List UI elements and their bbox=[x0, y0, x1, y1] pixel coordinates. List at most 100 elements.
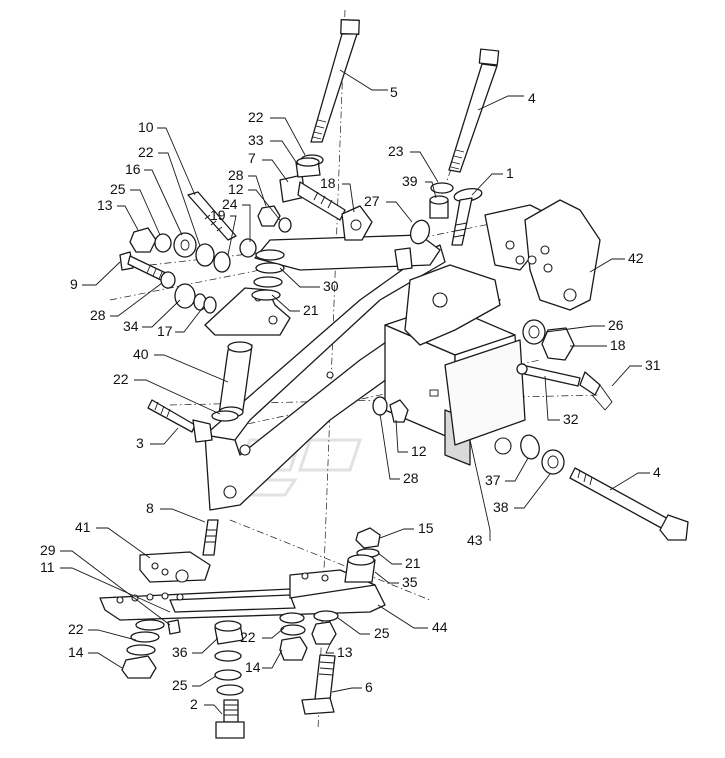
callout-c44: 44 bbox=[377, 604, 448, 635]
callout-number: 28 bbox=[90, 307, 106, 323]
callout-c26: 26 bbox=[545, 317, 624, 333]
callout-c4b: 4 bbox=[609, 464, 661, 491]
callout-leader bbox=[227, 215, 237, 256]
bolt-10 bbox=[187, 191, 237, 241]
callout-leader bbox=[110, 282, 163, 317]
callout-number: 8 bbox=[146, 500, 154, 516]
callout-c19: 19 bbox=[210, 207, 237, 256]
bushing-38 bbox=[541, 449, 565, 475]
callout-leader bbox=[248, 175, 267, 207]
nut-13-right bbox=[311, 621, 337, 645]
callout-c28a: 28 bbox=[228, 167, 267, 207]
callout-number: 27 bbox=[364, 193, 380, 209]
callout-leader bbox=[395, 419, 408, 453]
callout-number: 17 bbox=[157, 323, 173, 339]
callout-number: 25 bbox=[110, 181, 126, 197]
callout-leader bbox=[377, 604, 428, 629]
callout-number: 38 bbox=[493, 499, 509, 515]
callout-leader bbox=[425, 181, 437, 199]
callout-number: 12 bbox=[411, 443, 427, 459]
callout-c38: 38 bbox=[493, 473, 551, 515]
callout-c18a: 18 bbox=[320, 175, 355, 213]
nut-13-left bbox=[129, 227, 157, 253]
pin-32 bbox=[516, 363, 581, 387]
bushing-34 bbox=[174, 283, 196, 309]
callout-number: 43 bbox=[467, 532, 483, 548]
callout-number: 34 bbox=[123, 318, 139, 334]
callout-c4a: 4 bbox=[477, 90, 536, 111]
callout-leader bbox=[270, 140, 299, 166]
callout-number: 9 bbox=[70, 276, 78, 292]
callout-leader bbox=[204, 704, 223, 715]
callout-number: 12 bbox=[228, 181, 244, 197]
callout-number: 37 bbox=[485, 472, 501, 488]
callout-c22d: 22 bbox=[68, 621, 137, 641]
nut-15 bbox=[355, 527, 381, 549]
callout-leader bbox=[337, 617, 370, 635]
bolt-3 bbox=[147, 399, 213, 443]
callout-number: 6 bbox=[365, 679, 373, 695]
callout-c21a: 21 bbox=[271, 294, 319, 318]
callout-number: 24 bbox=[222, 196, 238, 212]
callout-leader bbox=[60, 550, 171, 626]
callout-leader bbox=[342, 183, 355, 213]
callout-number: 16 bbox=[125, 161, 141, 177]
callout-leader bbox=[339, 69, 388, 91]
callout-number: 13 bbox=[97, 197, 113, 213]
callout-number: 14 bbox=[245, 659, 261, 675]
bushing-35 bbox=[344, 554, 376, 583]
callout-c42: 42 bbox=[589, 250, 644, 273]
bolt-7 bbox=[279, 174, 346, 221]
bottom-plate bbox=[99, 569, 386, 621]
callout-c12b: 12 bbox=[395, 419, 427, 459]
callout-leader bbox=[175, 305, 205, 333]
callout-number: 29 bbox=[40, 542, 56, 558]
callout-number: 25 bbox=[172, 677, 188, 693]
callout-leader bbox=[88, 652, 123, 669]
callout-c28c: 28 bbox=[379, 413, 419, 486]
nut-18-right bbox=[541, 327, 575, 361]
ring-37 bbox=[520, 434, 540, 460]
callout-c3: 3 bbox=[136, 427, 179, 451]
callout-c29: 29 bbox=[40, 542, 171, 626]
callout-number: 19 bbox=[210, 207, 226, 223]
callout-c1: 1 bbox=[471, 165, 514, 196]
callout-c34: 34 bbox=[123, 299, 181, 334]
nut-18-top bbox=[341, 205, 373, 241]
bushing-26 bbox=[522, 319, 546, 345]
callout-number: 35 bbox=[402, 574, 418, 590]
callout-number: 44 bbox=[432, 619, 448, 635]
callout-leader bbox=[505, 457, 529, 482]
nut-36 bbox=[214, 620, 244, 645]
callout-leader bbox=[410, 151, 439, 183]
callout-c14a: 14 bbox=[68, 644, 123, 669]
callout-leader bbox=[589, 258, 625, 273]
callout-number: 11 bbox=[40, 559, 55, 575]
callout-number: 22 bbox=[68, 621, 84, 637]
callout-number: 28 bbox=[228, 167, 244, 183]
washer-25-right bbox=[313, 610, 339, 622]
upright-mount-plates bbox=[404, 199, 601, 346]
callout-leader bbox=[150, 427, 179, 445]
callout-number: 13 bbox=[337, 644, 353, 660]
callout-leader bbox=[142, 299, 181, 328]
callout-number: 23 bbox=[388, 143, 404, 159]
bushing-39 bbox=[429, 195, 449, 219]
callout-c28b: 28 bbox=[90, 282, 163, 323]
callout-c36: 36 bbox=[172, 637, 219, 660]
callout-leader bbox=[325, 643, 334, 654]
callout-c22a: 22 bbox=[248, 109, 306, 156]
callout-number: 4 bbox=[528, 90, 536, 106]
nut-28-top bbox=[257, 205, 281, 227]
callout-c12a: 12 bbox=[228, 181, 281, 221]
callout-leader bbox=[379, 413, 400, 480]
callout-number: 41 bbox=[75, 519, 91, 535]
callout-number: 22 bbox=[240, 629, 256, 645]
callout-number: 4 bbox=[653, 464, 661, 480]
callout-number: 21 bbox=[303, 302, 319, 318]
bolt-2 bbox=[215, 699, 245, 739]
callout-c30: 30 bbox=[279, 267, 339, 294]
callout-leader bbox=[96, 527, 151, 559]
callout-number: 14 bbox=[68, 644, 84, 660]
callout-number: 18 bbox=[320, 175, 336, 191]
